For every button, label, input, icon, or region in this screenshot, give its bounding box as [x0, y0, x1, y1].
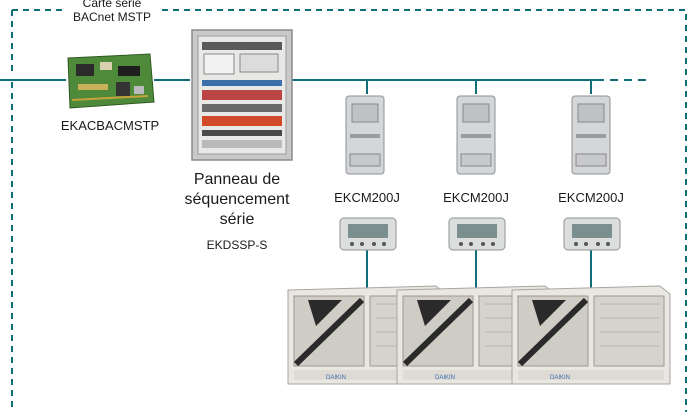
- chiller-brand-logo: DAIKIN: [326, 375, 346, 381]
- chiller-brand-logo: DAIKIN: [435, 375, 455, 381]
- io-module-icon: [571, 95, 611, 175]
- io-module-icon: [456, 95, 496, 175]
- sequencing-panel-title-line3: série: [219, 211, 255, 228]
- io-module-icon: [345, 95, 385, 175]
- chiller-unit-3: EKCM200J DAIKIN: [510, 94, 672, 412]
- chiller-unit-icon: DAIKIN: [511, 285, 671, 385]
- chiller-brand-logo: DAIKIN: [550, 375, 570, 381]
- sequencing-panel-title-line1: Panneau de: [193, 171, 281, 188]
- controller-display-icon: [448, 217, 506, 251]
- serial-card-pcb-image: [67, 53, 155, 109]
- controller-label: EKCM200J: [443, 190, 509, 205]
- controller-label: EKCM200J: [334, 190, 400, 205]
- sequencing-panel-cabinet-image: [191, 29, 293, 161]
- sequencing-panel-title-line2: séquencement: [184, 191, 290, 208]
- controller-display-icon: [563, 217, 621, 251]
- controller-display-icon: [339, 217, 397, 251]
- serial-card-caption: Carte série BACnet MSTP: [64, 0, 160, 24]
- serial-card-model-label: EKACBACMSTP: [60, 118, 160, 133]
- serial-card-caption-line1: Carte série: [82, 0, 142, 10]
- sequencing-panel-model-label: EKDSSP-S: [206, 238, 268, 252]
- dashed-enclosure-border: [11, 9, 687, 412]
- sequencing-panel-title: Panneau de séquencement série: [170, 170, 304, 230]
- serial-card-caption-line2: BACnet MSTP: [72, 10, 152, 24]
- controller-label: EKCM200J: [558, 190, 624, 205]
